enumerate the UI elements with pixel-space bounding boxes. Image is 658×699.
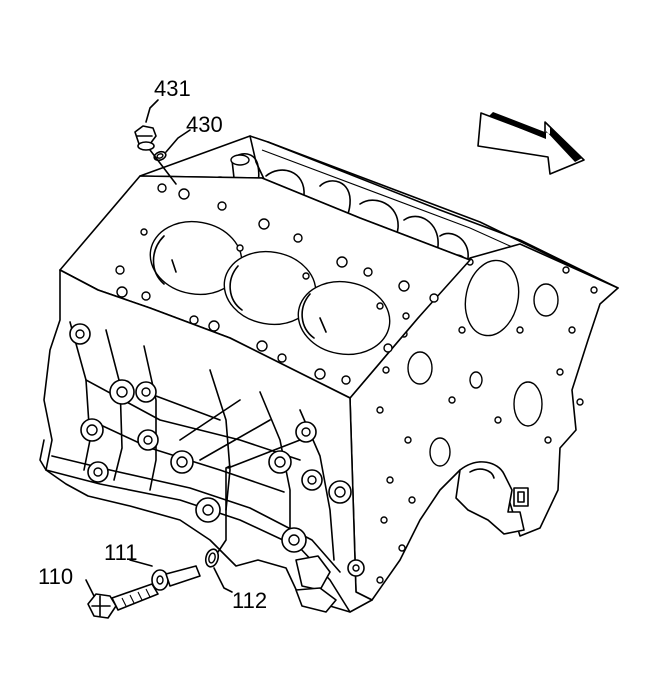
callout-431: 431 bbox=[154, 76, 191, 101]
callout-112: 112 bbox=[232, 588, 267, 613]
seal-112 bbox=[204, 548, 220, 568]
callout-111: 111 bbox=[104, 540, 137, 565]
callout-430: 430 bbox=[186, 112, 223, 137]
plug-431 bbox=[134, 125, 157, 151]
callout-110: 110 bbox=[38, 564, 73, 589]
direction-arrow-icon bbox=[477, 112, 585, 175]
engine-block bbox=[39, 135, 619, 613]
leader-lines bbox=[85, 99, 301, 597]
bolt-111 bbox=[151, 565, 201, 591]
main-bearings bbox=[69, 323, 365, 577]
seal-430 bbox=[153, 150, 167, 162]
deck-holes bbox=[115, 183, 439, 385]
bolt-110 bbox=[87, 583, 159, 619]
